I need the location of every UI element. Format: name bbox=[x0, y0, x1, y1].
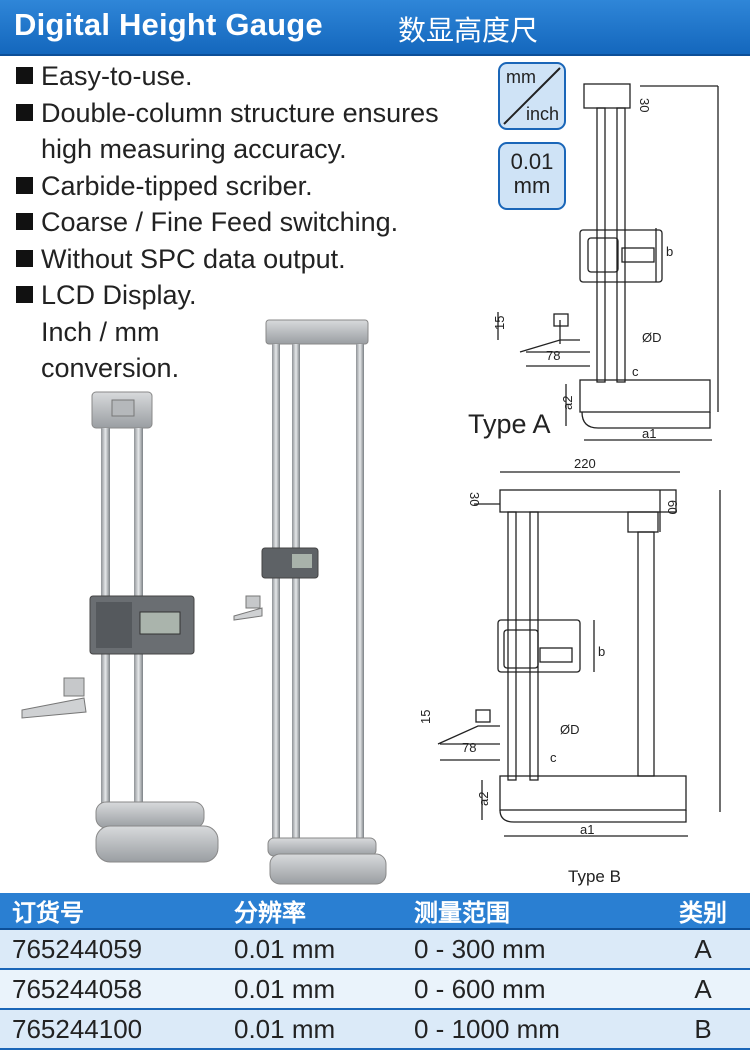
dim-60: 60 bbox=[665, 500, 680, 514]
technical-drawings: 30 b 15 ØD 78 c a2 a1 220 30 60 b bbox=[418, 83, 721, 837]
title-chinese: 数显高度尺 bbox=[398, 15, 539, 46]
dim-a2: a2 bbox=[476, 792, 491, 806]
col-header-resolution: 分辨率 bbox=[222, 893, 402, 930]
gauge-a-photo bbox=[21, 391, 219, 863]
type-a-dimension-labels: 30 b 15 ØD 78 c a2 a1 bbox=[492, 98, 673, 441]
feature-item: Coarse / Fine Feed switching. bbox=[14, 204, 494, 241]
feature-item: Double-column structure ensures high mea… bbox=[14, 95, 494, 168]
square-bullet-icon bbox=[16, 176, 33, 194]
title-banner: Digital Height Gauge 数显高度尺 bbox=[0, 0, 750, 56]
type-b-label: Type B bbox=[568, 867, 621, 886]
cell-type: A bbox=[656, 969, 750, 1010]
dim-b: b bbox=[666, 244, 673, 259]
cell-range: 0 - 1000 mm bbox=[402, 1009, 656, 1050]
dim-top: 30 bbox=[467, 492, 482, 506]
cell-resolution: 0.01 mm bbox=[222, 929, 402, 970]
dim-d: ØD bbox=[560, 722, 580, 737]
dim-a1: a1 bbox=[580, 822, 594, 837]
mm-inch-conversion-badge: mm inch bbox=[498, 62, 566, 130]
title-english: Digital Height Gauge bbox=[14, 7, 323, 42]
diagonal-divider-icon bbox=[503, 67, 561, 125]
square-bullet-icon bbox=[16, 103, 33, 121]
cell-range: 0 - 600 mm bbox=[402, 969, 656, 1010]
dim-a2: a2 bbox=[560, 396, 575, 410]
dim-78: 78 bbox=[546, 348, 560, 363]
type-b-drawing bbox=[437, 471, 721, 837]
col-header-range: 测量范围 bbox=[402, 893, 656, 930]
type-a-drawing bbox=[497, 83, 719, 441]
unit-inch-label: inch bbox=[525, 104, 559, 124]
square-bullet-icon bbox=[16, 249, 33, 267]
cell-order-no: 765244059 bbox=[0, 929, 222, 970]
gauge-b-photo bbox=[233, 319, 387, 885]
resolution-unit: mm bbox=[513, 173, 551, 198]
dim-15: 15 bbox=[418, 710, 433, 724]
cell-type: B bbox=[656, 1009, 750, 1050]
table-header-row: 订货号 分辨率 测量范围 类别 bbox=[0, 893, 750, 930]
dim-c: c bbox=[632, 364, 639, 379]
product-photos bbox=[21, 319, 387, 885]
col-header-type: 类别 bbox=[656, 893, 750, 930]
specification-table: 订货号 分辨率 测量范围 类别 765244059 0.01 mm 0 - 30… bbox=[0, 893, 750, 1050]
table-row: 765244100 0.01 mm 0 - 1000 mm B bbox=[0, 1009, 750, 1050]
feature-item: Carbide-tipped scriber. bbox=[14, 168, 494, 205]
dim-c: c bbox=[550, 750, 557, 765]
col-header-order-no: 订货号 bbox=[0, 893, 222, 930]
cell-order-no: 765244058 bbox=[0, 969, 222, 1010]
dim-a1: a1 bbox=[642, 426, 656, 441]
unit-mm-label: mm bbox=[506, 67, 536, 87]
feature-item: LCD Display. Inch / mm conversion. bbox=[14, 277, 494, 387]
cell-resolution: 0.01 mm bbox=[222, 1009, 402, 1050]
dim-d: ØD bbox=[642, 330, 662, 345]
table-row: 765244058 0.01 mm 0 - 600 mm A bbox=[0, 969, 750, 1010]
cell-range: 0 - 300 mm bbox=[402, 929, 656, 970]
feature-list: Easy-to-use. Double-column structure ens… bbox=[14, 58, 494, 387]
dim-b: b bbox=[598, 644, 605, 659]
dim-78: 78 bbox=[462, 740, 476, 755]
cell-type: A bbox=[656, 929, 750, 970]
square-bullet-icon bbox=[16, 213, 33, 230]
cell-resolution: 0.01 mm bbox=[222, 969, 402, 1010]
dim-15: 15 bbox=[492, 316, 507, 330]
cell-order-no: 765244100 bbox=[0, 1009, 222, 1050]
dim-top: 30 bbox=[637, 98, 652, 112]
square-bullet-icon bbox=[16, 67, 33, 84]
type-a-label: Type A bbox=[468, 409, 551, 439]
square-bullet-icon bbox=[16, 286, 33, 303]
resolution-badge: 0.01 mm bbox=[498, 142, 566, 210]
type-b-dimension-labels: 220 30 60 b 15 ØD 78 c a2 a1 bbox=[418, 456, 680, 837]
dim-220: 220 bbox=[574, 456, 596, 471]
resolution-value: 0.01 bbox=[510, 149, 554, 174]
table-row: 765244059 0.01 mm 0 - 300 mm A bbox=[0, 929, 750, 970]
feature-item: Without SPC data output. bbox=[14, 241, 494, 278]
feature-item: Easy-to-use. bbox=[14, 58, 494, 95]
